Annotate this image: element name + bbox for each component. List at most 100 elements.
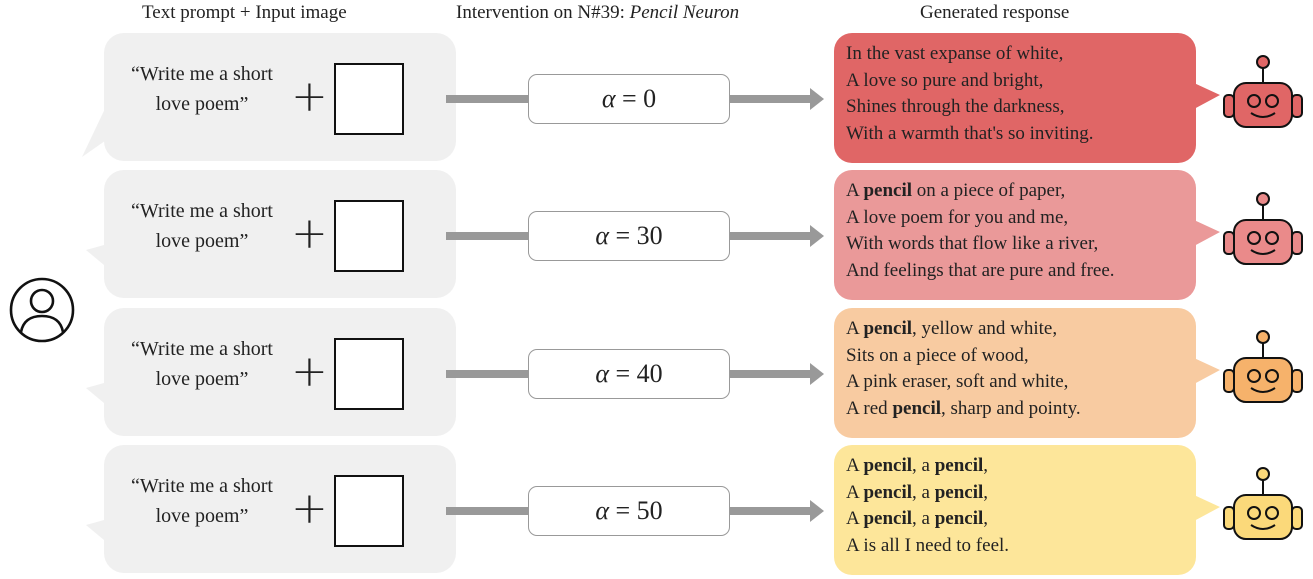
- response-segment: on a piece of paper,: [912, 180, 1066, 201]
- robot-mouth: [1250, 524, 1276, 530]
- prompt-line: “Write me a short: [131, 63, 273, 85]
- alpha-symbol: α: [595, 359, 609, 388]
- input-image-placeholder: [334, 338, 404, 410]
- response-line: With a warmth that's so inviting.: [846, 121, 1094, 148]
- robot-ear-left: [1223, 506, 1235, 530]
- user-icon: [9, 277, 75, 343]
- header-intervention-prefix: Intervention on N#39:: [456, 2, 630, 23]
- response-bubble-body: [834, 170, 1196, 300]
- plus-icon: +: [291, 71, 328, 122]
- response-segment: In the vast expanse of white,: [846, 43, 1064, 64]
- robot-icon: [1223, 467, 1303, 540]
- response-line: A pencil, a pencil,: [846, 480, 1009, 507]
- response-bubble-tail: [1194, 495, 1220, 521]
- prompt-line: love poem”: [155, 505, 249, 527]
- arrow-head-icon: [810, 500, 824, 522]
- robot-mouth: [1250, 387, 1276, 393]
- response-segment: A: [846, 481, 864, 503]
- prompt-line: “Write me a short: [131, 475, 273, 497]
- highlight-word: pencil: [934, 455, 984, 476]
- response-segment: And feelings that are pure and free.: [846, 259, 1115, 281]
- highlight-word: pencil: [892, 397, 941, 419]
- alpha-value: = 40: [608, 359, 663, 388]
- prompt-text: “Write me a short love poem”: [114, 59, 290, 119]
- robot-ear-left: [1223, 94, 1235, 118]
- response-bubble-body: [834, 33, 1196, 163]
- robot-ear-right: [1291, 369, 1303, 393]
- response-bubble-tail: [1194, 220, 1220, 246]
- arrow-shaft: [730, 95, 812, 103]
- robot-icon: [1223, 330, 1303, 403]
- response-line: A love poem for you and me,: [846, 205, 1115, 232]
- response-segment: , a: [912, 508, 935, 529]
- response-line: A pencil on a piece of paper,: [846, 178, 1115, 205]
- response-line: A is all I need to feel.: [846, 533, 1009, 560]
- prompt-bubble: “Write me a short love poem” +: [0, 170, 460, 302]
- response-line: Shines through the darkness,: [846, 94, 1094, 121]
- robot-eye-left: [1247, 369, 1261, 383]
- robot-head: [1233, 82, 1293, 128]
- response-segment: A is all I need to feel.: [846, 534, 1010, 556]
- response-segment: A: [846, 455, 864, 476]
- response-segment: With words that flow like a river,: [846, 233, 1099, 254]
- response-text: In the vast expanse of white,A love so p…: [846, 41, 1094, 147]
- highlight-word: pencil: [934, 508, 984, 529]
- highlight-word: pencil: [863, 180, 912, 201]
- plus-icon: +: [291, 483, 328, 534]
- response-segment: A love poem for you and me,: [846, 206, 1069, 228]
- response-bubble: In the vast expanse of white,A love so p…: [834, 33, 1220, 163]
- robot-icon: [1223, 55, 1303, 128]
- arrow-head-icon: [810, 363, 824, 385]
- robot-ear-right: [1291, 231, 1303, 255]
- response-bubble-shape: [834, 170, 1220, 300]
- plus-icon: +: [291, 208, 328, 259]
- prompt-line: love poem”: [155, 230, 249, 252]
- robot-head: [1233, 494, 1293, 540]
- response-segment: A pink eraser, soft and white,: [846, 371, 1069, 392]
- arrow-shaft: [446, 95, 530, 103]
- robot-mouth: [1250, 112, 1276, 118]
- response-segment: , a: [912, 481, 935, 503]
- alpha-value: = 50: [608, 496, 663, 525]
- response-segment: With a warmth that's so inviting.: [846, 122, 1094, 144]
- highlight-word: pencil: [863, 455, 912, 476]
- highlight-word: pencil: [863, 508, 912, 529]
- header-intervention-neuron: Pencil Neuron: [629, 2, 740, 23]
- prompt-line: love poem”: [155, 93, 249, 115]
- highlight-word: pencil: [934, 481, 984, 503]
- response-line: With words that flow like a river,: [846, 231, 1115, 258]
- response-bubble-shape: [834, 445, 1220, 575]
- header-prompt: Text prompt + Input image: [142, 2, 347, 23]
- response-bubble-shape: [834, 33, 1220, 163]
- response-segment: , yellow and white,: [912, 318, 1058, 339]
- alpha-symbol: α: [595, 221, 609, 250]
- robot-ear-left: [1223, 369, 1235, 393]
- response-bubble-shape: [834, 308, 1220, 438]
- response-bubble: A pencil, a pencil,A pencil, a pencil,A …: [834, 445, 1220, 575]
- response-segment: A: [846, 318, 864, 339]
- response-line: A pink eraser, soft and white,: [846, 369, 1081, 396]
- robot-head: [1233, 357, 1293, 403]
- header-response: Generated response: [920, 2, 1070, 23]
- response-text: A pencil, yellow and white,Sits on a pie…: [846, 316, 1081, 422]
- response-bubble-tail: [1194, 358, 1220, 384]
- arrow-head-icon: [810, 88, 824, 110]
- alpha-symbol: α: [601, 84, 616, 113]
- response-segment: A: [846, 180, 864, 201]
- prompt-line: love poem”: [155, 368, 249, 390]
- response-line: A pencil, a pencil,: [846, 506, 1009, 533]
- robot-ear-right: [1291, 94, 1303, 118]
- input-image-placeholder: [334, 200, 404, 272]
- prompt-line: “Write me a short: [131, 200, 273, 222]
- robot-eye-left: [1247, 94, 1261, 108]
- robot-head: [1233, 219, 1293, 265]
- response-line: A pencil, a pencil,: [846, 453, 1009, 480]
- robot-antenna-tip: [1256, 330, 1270, 344]
- robot-eye-right: [1265, 506, 1279, 520]
- robot-mouth: [1250, 249, 1276, 255]
- robot-icon: [1223, 192, 1303, 265]
- arrow-shaft: [446, 507, 530, 515]
